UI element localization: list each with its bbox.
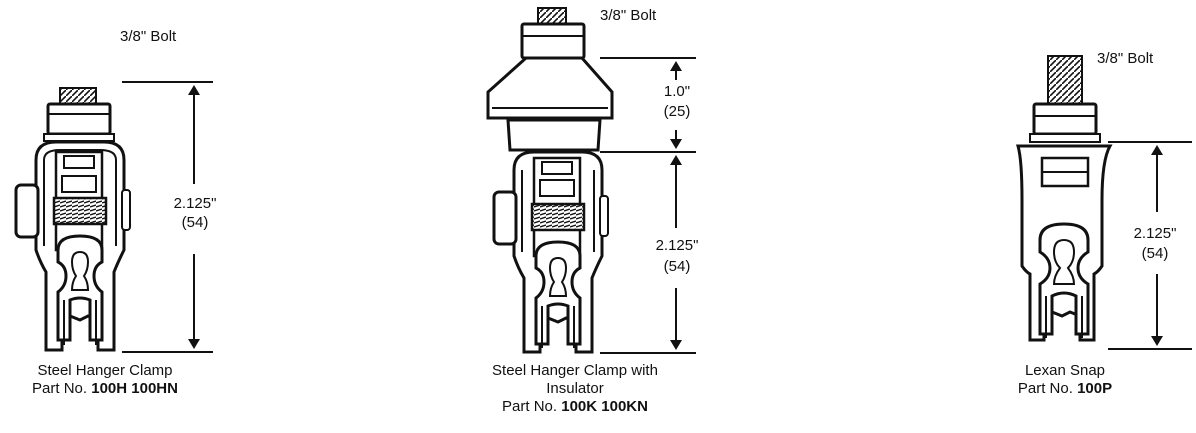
part-numbers: 100H 100HN (91, 380, 178, 397)
insulated-hanger-clamp-drawing (486, 7, 614, 354)
part-prefix: Part No. (1017, 380, 1073, 397)
dimension-line-fig2 (600, 57, 696, 354)
dimension-value-fig2: 2.125" (655, 237, 699, 254)
lexan-snap-drawing (1016, 55, 1113, 342)
dimension-line-fig1 (122, 81, 213, 353)
caption-title-fig2: Steel Hanger Clamp with (492, 362, 658, 379)
insulator-dimension-metric: (25) (663, 103, 691, 120)
dimension-metric-fig3: (54) (1141, 245, 1169, 262)
caption-part-fig3: Part No. 100P (980, 380, 1150, 398)
part-prefix: Part No. (502, 398, 558, 415)
dimension-line-fig3 (1108, 141, 1192, 350)
dimension-metric-fig2: (54) (663, 258, 691, 275)
part-numbers: 100K 100KN (561, 398, 648, 415)
part-numbers: 100P (1077, 380, 1113, 397)
caption-subtitle-fig2: Insulator (546, 380, 604, 397)
dimension-value-fig3: 2.125" (1133, 225, 1177, 242)
bolt-label-fig3: 3/8" Bolt (1097, 50, 1154, 67)
steel-hanger-clamp-drawing (14, 87, 131, 352)
caption-part-fig1: Part No. 100H 100HN (10, 380, 200, 398)
caption-part-fig2: Part No. 100K 100KN (470, 398, 680, 416)
bolt-label-fig2: 3/8" Bolt (600, 7, 657, 24)
bolt-label-fig1: 3/8" Bolt (120, 28, 177, 45)
caption-title-fig3: Lexan Snap (1024, 362, 1106, 379)
caption-title-fig1: Steel Hanger Clamp (37, 362, 173, 379)
dimension-value-fig1: 2.125" (173, 195, 217, 212)
insulator-dimension-value: 1.0" (663, 83, 691, 100)
part-prefix: Part No. (32, 380, 88, 397)
dimension-metric-fig1: (54) (181, 214, 209, 231)
